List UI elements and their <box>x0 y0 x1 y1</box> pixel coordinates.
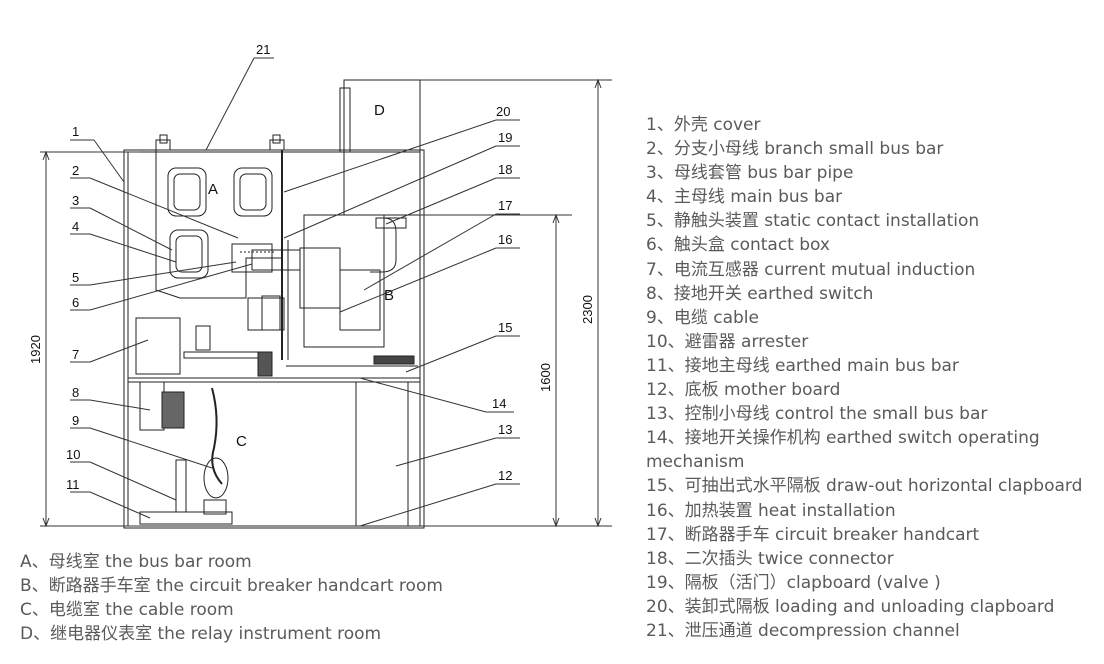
relay-room <box>343 79 421 216</box>
callout-1: 1 <box>72 124 79 139</box>
legend-item: 14、接地开关操作机构 earthed switch operating mec… <box>646 428 1040 473</box>
legend-item: 20、装卸式隔板 loading and unloading clapboard <box>646 596 1055 617</box>
rooms-legend: A、母线室 the bus bar room B、断路器手车室 the circ… <box>20 550 443 646</box>
dimension-2300: 2300 <box>580 295 595 324</box>
callout-16: 16 <box>498 232 512 247</box>
legend-item: 11、接地主母线 earthed main bus bar <box>646 355 959 376</box>
legend-item: 9、电缆 cable <box>646 307 759 328</box>
legend-item: 21、泄压通道 decompression channel <box>646 620 960 641</box>
legend-item: 7、电流互感器 current mutual induction <box>646 259 976 280</box>
callout-18: 18 <box>498 162 512 177</box>
dimension-1600: 1600 <box>538 363 553 392</box>
legend-item: 8、接地开关 earthed switch <box>646 283 874 304</box>
callout-9: 9 <box>72 413 79 428</box>
callout-17: 17 <box>498 198 512 213</box>
callout-6: 6 <box>72 295 79 310</box>
parts-legend: 1、外壳 cover 2、分支小母线 branch small bus bar … <box>646 113 1098 643</box>
legend-item: 10、避雷器 arrester <box>646 331 809 352</box>
legend-item: 3、母线套管 bus bar pipe <box>646 163 854 184</box>
legend-item: 18、二次插头 twice connector <box>646 548 894 569</box>
legend-item: 15、可抽出式水平隔板 draw-out horizontal clapboar… <box>646 476 1083 497</box>
room-label-b: B <box>384 287 394 304</box>
callout-15: 15 <box>498 320 512 335</box>
callout-19: 19 <box>498 130 512 145</box>
callout-12: 12 <box>498 468 512 483</box>
legend-item: 6、触头盒 contact box <box>646 235 830 256</box>
room-label-a: A <box>208 181 218 198</box>
legend-item: 16、加热装置 heat installation <box>646 500 896 521</box>
cabinet-shell <box>123 149 425 529</box>
legend-item: 17、断路器手车 circuit breaker handcart <box>646 524 980 545</box>
legend-item: 5、静触头装置 static contact installation <box>646 211 980 232</box>
callout-3: 3 <box>72 193 79 208</box>
room-item: D、继电器仪表室 the relay instrument room <box>20 624 382 644</box>
switchgear-diagram: 1 2 3 4 5 6 7 8 9 10 11 12 13 14 15 16 1… <box>28 42 612 529</box>
legend-item: 12、底板 mother board <box>646 380 841 401</box>
legend-item: 1、外壳 cover <box>646 115 761 135</box>
legend-item: 4、主母线 main bus bar <box>646 187 843 208</box>
room-item: A、母线室 the bus bar room <box>20 552 252 572</box>
legend-item: 13、控制小母线 control the small bus bar <box>646 404 988 425</box>
callout-10: 10 <box>66 447 80 462</box>
callout-13: 13 <box>498 422 512 437</box>
legend-item: 2、分支小母线 branch small bus bar <box>646 139 944 160</box>
legend-item: 19、隔板（活门）clapboard (valve ) <box>646 572 941 593</box>
callout-8: 8 <box>72 385 79 400</box>
callout-7: 7 <box>72 347 79 362</box>
callout-11: 11 <box>66 477 80 492</box>
callout-5: 5 <box>72 270 79 285</box>
callout-21: 21 <box>256 42 270 57</box>
callout-2: 2 <box>72 163 79 178</box>
room-item: B、断路器手车室 the circuit breaker handcart ro… <box>20 576 443 596</box>
callout-20: 20 <box>496 104 510 119</box>
room-item: C、电缆室 the cable room <box>20 600 234 620</box>
dimension-1920: 1920 <box>28 335 43 364</box>
room-label-c: C <box>236 433 247 450</box>
room-label-d: D <box>374 102 385 119</box>
callout-4: 4 <box>72 219 79 234</box>
callout-14: 14 <box>492 396 506 411</box>
